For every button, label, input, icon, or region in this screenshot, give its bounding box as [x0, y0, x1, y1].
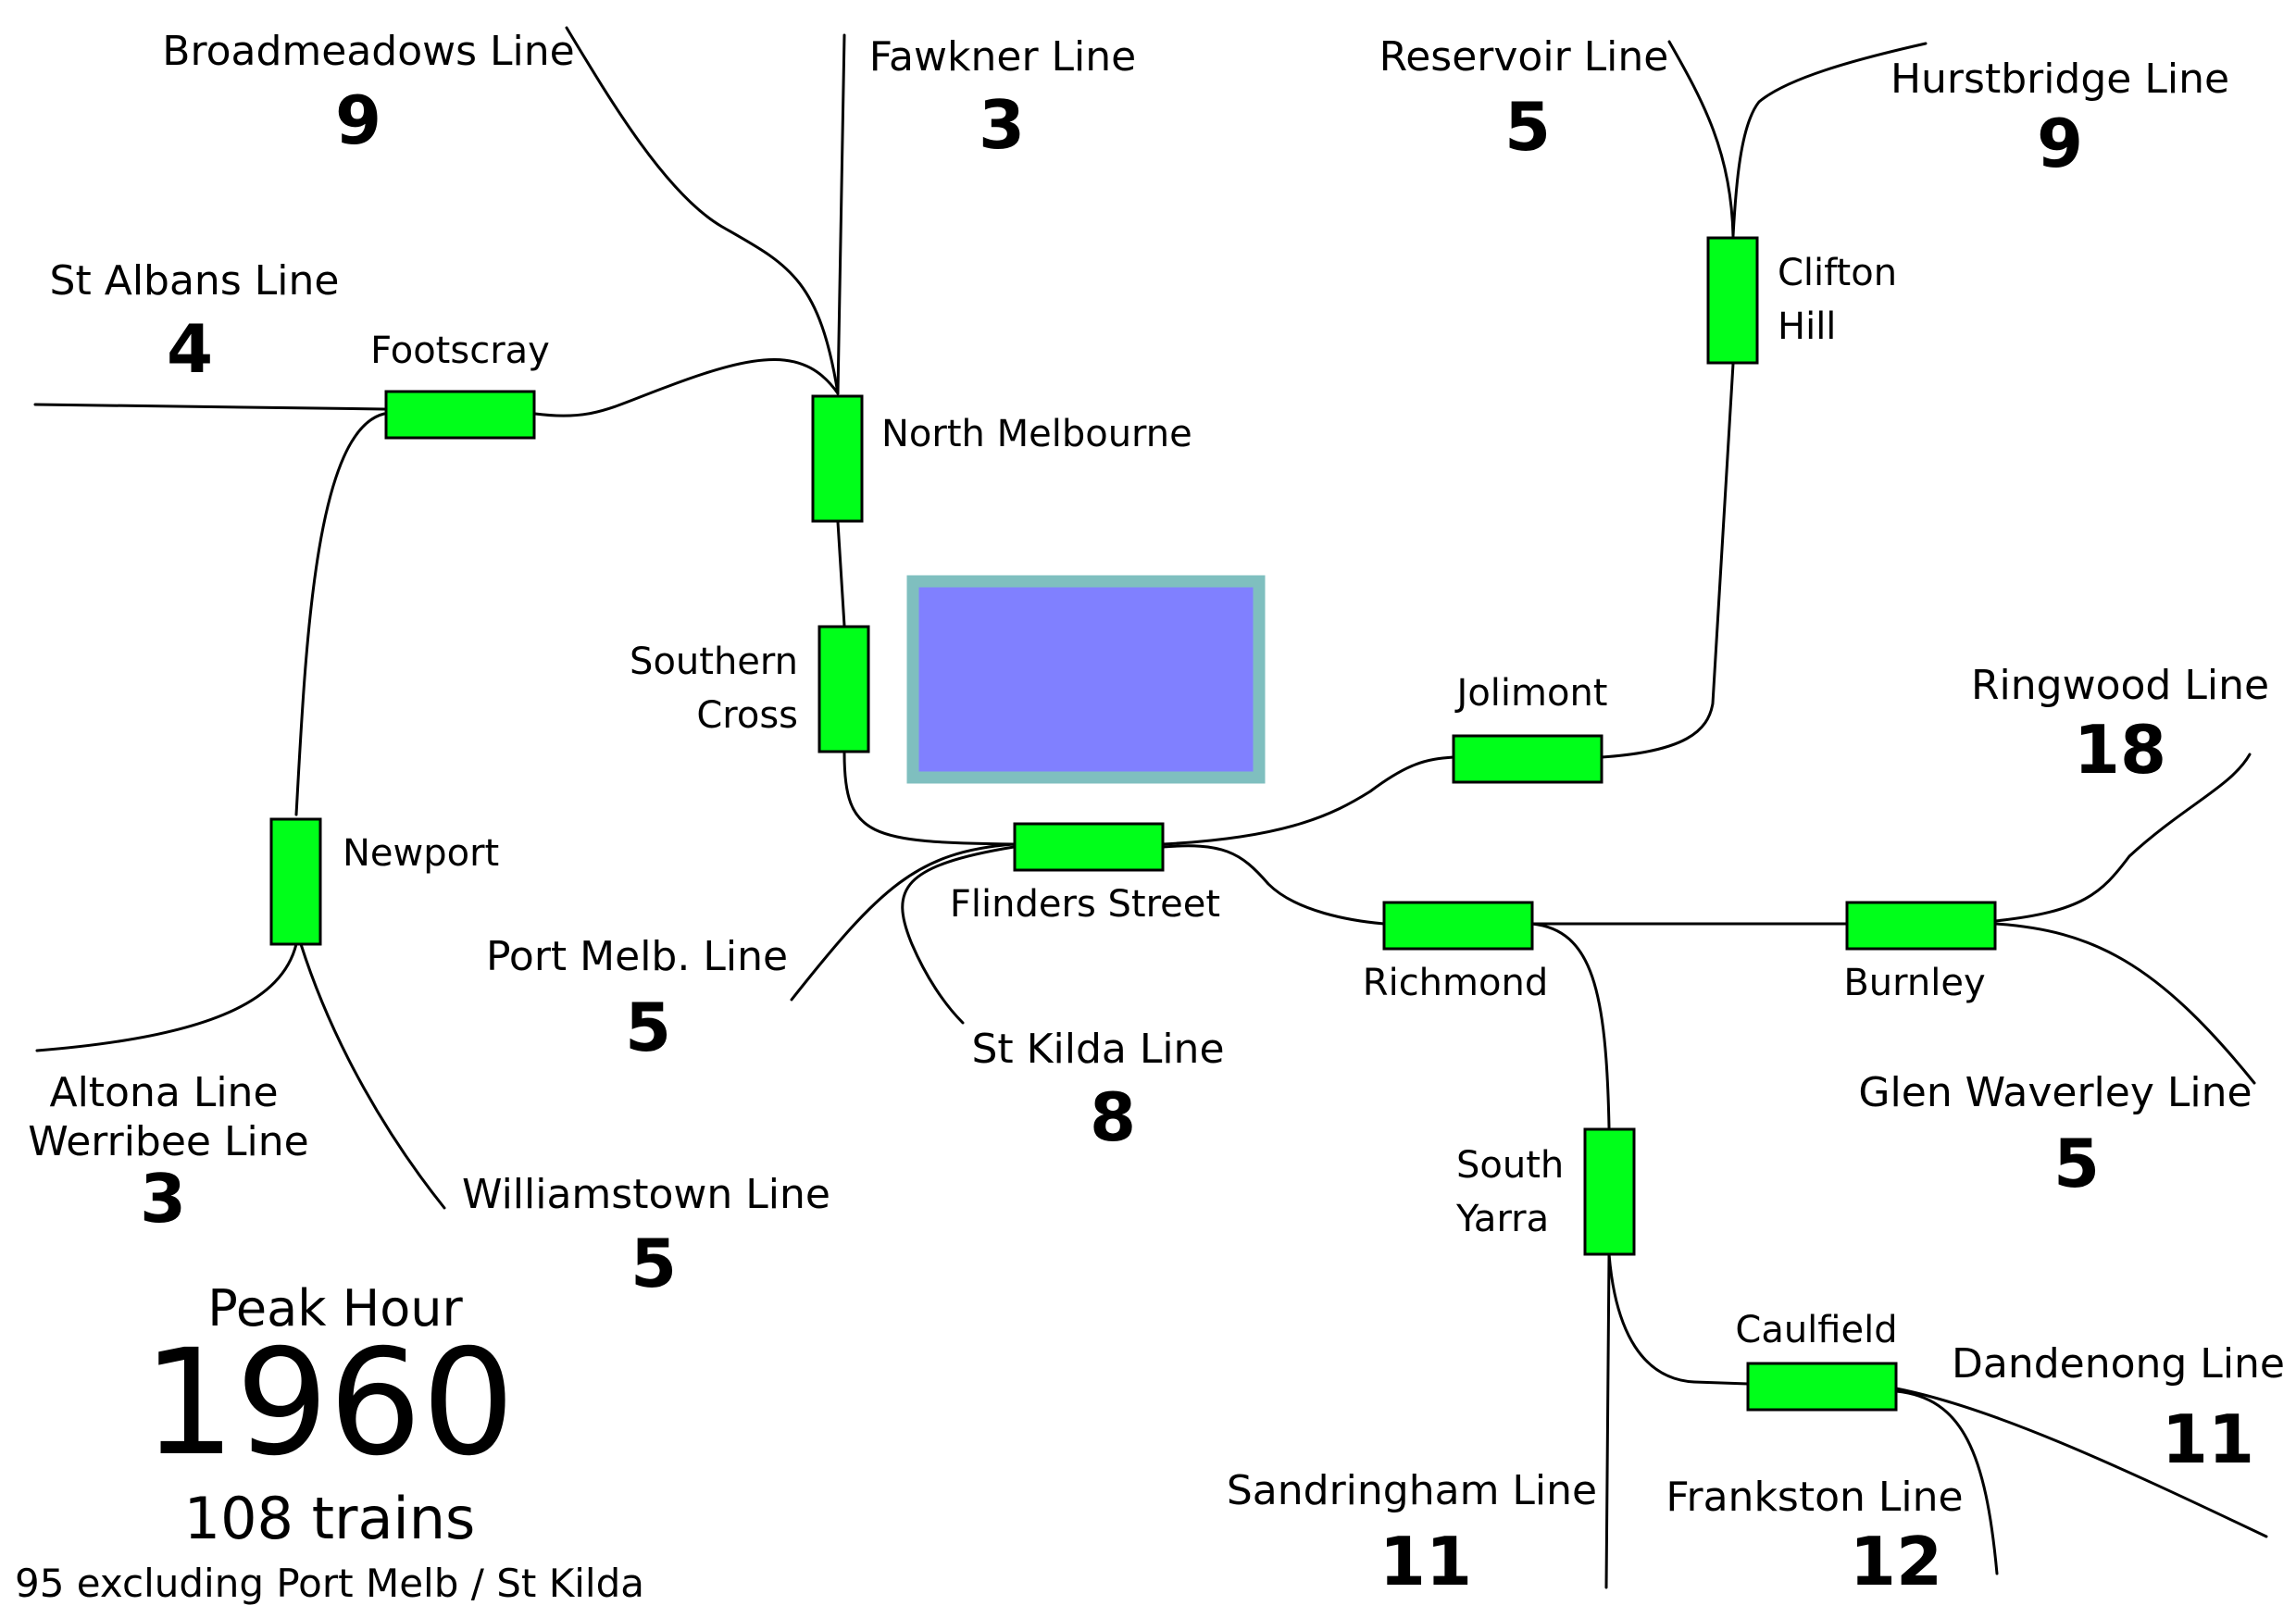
line-count-altona-werribee: 3 — [140, 1160, 186, 1238]
track-port-melbourne — [790, 842, 1016, 1002]
line-count-port-melbourne: 5 — [625, 989, 671, 1066]
line-count-broadmeadows: 9 — [335, 81, 381, 159]
line-count-reservoir: 5 — [1504, 88, 1551, 166]
line-name-reservoir: Reservoir Line — [1379, 33, 1669, 81]
peak-hour-summary: Peak Hour 1960 108 trains 95 excluding P… — [15, 1279, 644, 1606]
line-count-st-albans: 4 — [167, 310, 213, 388]
track-reservoir — [1667, 40, 1735, 238]
line-count-ringwood: 18 — [2074, 711, 2166, 789]
station-jolimont[interactable] — [1452, 734, 1603, 784]
track-glen-waverley — [1993, 922, 2256, 1085]
city-block — [906, 575, 1266, 784]
label-richmond: Richmond — [1363, 962, 1548, 1004]
line-count-sandringham: 11 — [1379, 1523, 1472, 1600]
station-labels: Footscray North Melbourne Clifton Hill S… — [343, 252, 1986, 1351]
label-jolimont: Jolimont — [1454, 672, 1608, 715]
track-southern-cross-flinders — [842, 752, 1016, 846]
station-south-yarra[interactable] — [1583, 1127, 1636, 1256]
label-clifton-hill-line2: Hill — [1778, 305, 1836, 348]
track-south-yarra-caulfield — [1607, 1252, 1750, 1386]
line-name-altona: Altona Line — [49, 1069, 278, 1116]
line-count-fawkner: 3 — [979, 86, 1025, 164]
label-south-yarra-line1: South — [1456, 1144, 1564, 1187]
line-name-glen-waverley: Glen Waverley Line — [1858, 1069, 2252, 1116]
line-name-ringwood: Ringwood Line — [1971, 662, 2269, 709]
track-sandringham — [1604, 1252, 1611, 1589]
track-richmond-south-yarra — [1530, 922, 1611, 1129]
track-flinders-jolimont — [1161, 755, 1455, 846]
station-burnley[interactable] — [1845, 901, 1997, 951]
label-north-melbourne: North Melbourne — [881, 413, 1192, 455]
label-flinders-street: Flinders Street — [950, 883, 1220, 926]
station-richmond[interactable] — [1382, 901, 1534, 951]
track-north-melbourne-southern-cross — [836, 520, 846, 628]
track-hurstbridge — [1731, 42, 1928, 238]
label-south-yarra-line2: Yarra — [1455, 1198, 1549, 1240]
station-flinders-street[interactable] — [1013, 822, 1165, 872]
label-southern-cross-line2: Cross — [696, 694, 798, 737]
station-north-melbourne[interactable] — [811, 394, 864, 523]
station-southern-cross[interactable] — [817, 625, 870, 753]
track-newport-williamstown — [299, 942, 446, 1210]
label-southern-cross-line1: Southern — [630, 641, 798, 683]
label-burnley: Burnley — [1843, 962, 1985, 1004]
trains-note: 95 excluding Port Melb / St Kilda — [15, 1561, 644, 1606]
line-count-glen-waverley: 5 — [2053, 1125, 2100, 1202]
station-footscray[interactable] — [384, 390, 536, 440]
peak-hour-label: Peak Hour — [207, 1279, 463, 1338]
year-label: 1960 — [143, 1318, 515, 1488]
line-name-hurstbridge: Hurstbridge Line — [1890, 56, 2229, 103]
line-name-st-albans: St Albans Line — [50, 257, 340, 305]
line-name-williamstown: Williamstown Line — [462, 1171, 830, 1218]
track-footscray-north-melbourne — [533, 358, 840, 417]
line-name-sandringham: Sandringham Line — [1227, 1467, 1597, 1514]
line-count-dandenong: 11 — [2162, 1400, 2254, 1478]
track-footscray-newport — [294, 412, 386, 816]
total-trains: 108 trains — [184, 1485, 476, 1552]
label-caulfield: Caulfield — [1735, 1309, 1897, 1351]
line-count-williamstown: 5 — [630, 1225, 677, 1302]
tracks — [33, 26, 2268, 1589]
track-ringwood — [1993, 753, 2252, 923]
station-clifton-hill[interactable] — [1706, 236, 1759, 365]
line-name-frankston: Frankston Line — [1666, 1474, 1963, 1521]
track-st-kilda — [901, 845, 1016, 1025]
line-labels: Broadmeadows Line 9 Fawkner Line 3 Reser… — [28, 28, 2285, 1600]
line-name-werribee: Werribee Line — [28, 1118, 308, 1165]
track-newport-altona-werribee — [35, 942, 298, 1052]
stations — [269, 236, 1997, 1412]
label-footscray: Footscray — [370, 330, 550, 372]
line-name-broadmeadows: Broadmeadows Line — [162, 28, 574, 75]
line-count-st-kilda: 8 — [1090, 1078, 1136, 1156]
line-name-port-melbourne: Port Melb. Line — [486, 933, 788, 980]
station-newport[interactable] — [269, 817, 322, 946]
track-jolimont-clifton-hill — [1600, 362, 1735, 759]
line-name-dandenong: Dandenong Line — [1952, 1340, 2285, 1388]
station-caulfield[interactable] — [1746, 1362, 1898, 1412]
track-broadmeadows — [565, 26, 840, 395]
track-fawkner — [836, 33, 846, 395]
track-frankston — [1894, 1389, 1999, 1575]
track-st-albans — [33, 403, 386, 411]
line-count-frankston: 12 — [1850, 1523, 1942, 1600]
label-clifton-hill-line1: Clifton — [1778, 252, 1897, 294]
line-name-fawkner: Fawkner Line — [869, 33, 1136, 81]
line-name-st-kilda: St Kilda Line — [971, 1026, 1224, 1073]
line-count-hurstbridge: 9 — [2037, 105, 2083, 182]
track-dandenong — [1894, 1387, 2268, 1538]
label-newport: Newport — [343, 832, 499, 875]
track-flinders-richmond — [1161, 844, 1386, 926]
